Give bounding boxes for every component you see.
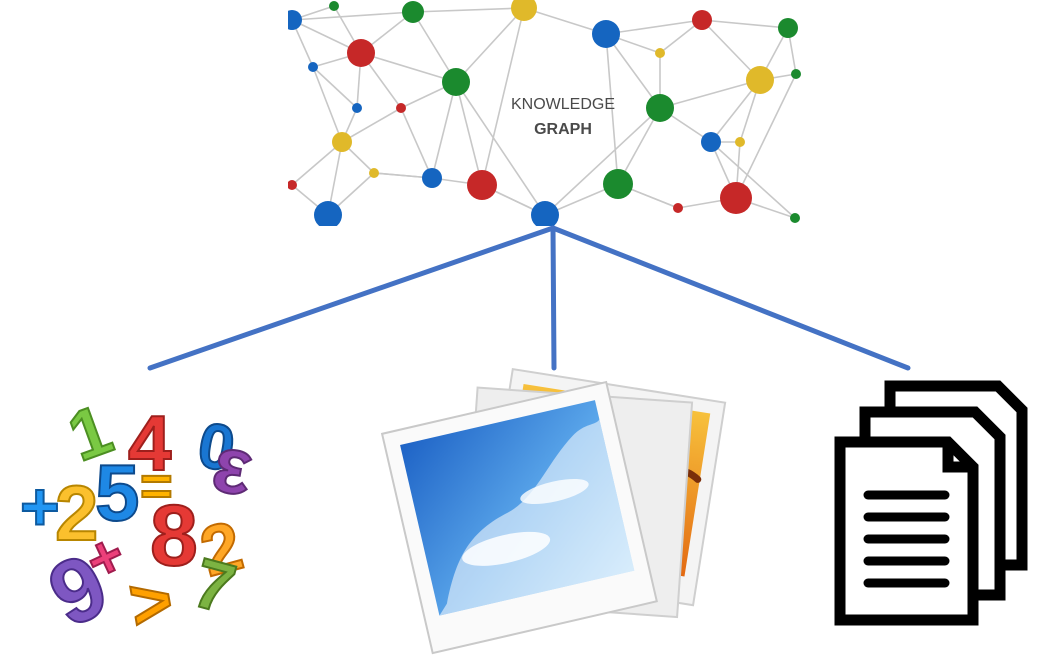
- graph-node-blue: [422, 168, 442, 188]
- graph-node-blue: [592, 20, 620, 48]
- graph-node-red: [720, 182, 752, 214]
- svg-text:8: 8: [150, 488, 198, 584]
- graph-node-green: [646, 94, 674, 122]
- documents-icon: [834, 380, 1028, 626]
- graph-node-blue: [352, 103, 362, 113]
- knowledge-graph: [288, 0, 801, 226]
- graph-edge: [605, 33, 661, 109]
- graph-edge: [291, 11, 414, 21]
- graph-edge: [481, 7, 525, 186]
- graph-node-blue: [531, 201, 559, 226]
- graph-edge: [659, 79, 761, 109]
- graph-node-yellow: [511, 0, 537, 21]
- connector-numbers: [147, 225, 556, 371]
- connector-images: [550, 225, 557, 371]
- graph-node-blue: [701, 132, 721, 152]
- graph-node-red: [396, 103, 406, 113]
- graph-edge: [710, 141, 796, 219]
- graph-node-yellow: [655, 48, 665, 58]
- graph-node-red: [467, 170, 497, 200]
- graph-edge: [360, 52, 457, 83]
- connector-documents: [550, 225, 911, 371]
- graph-edge: [605, 19, 703, 35]
- graph-node-yellow: [746, 66, 774, 94]
- graph-node-green: [791, 69, 801, 79]
- graph-node-green: [442, 68, 470, 96]
- graph-edge: [341, 107, 402, 143]
- graph-edge: [455, 81, 546, 216]
- svg-text:+: +: [20, 469, 60, 545]
- graph-edge: [544, 107, 661, 216]
- graph-edge: [312, 66, 358, 109]
- graph-node-green: [329, 1, 339, 11]
- graph-edge: [605, 33, 619, 185]
- graph-node-green: [778, 18, 798, 38]
- graph-node-red: [673, 203, 683, 213]
- graph-node-yellow: [735, 137, 745, 147]
- svg-text:4: 4: [128, 399, 171, 487]
- svg-text:5: 5: [95, 448, 140, 537]
- graph-node-red: [347, 39, 375, 67]
- graph-edge: [291, 141, 343, 186]
- graph-node-yellow: [332, 132, 352, 152]
- graph-node-yellow: [369, 168, 379, 178]
- graph-title-line-1: KNOWLEDGE: [511, 96, 615, 113]
- graph-nodes: [288, 0, 801, 226]
- graph-node-blue: [308, 62, 318, 72]
- graph-edge: [400, 107, 433, 179]
- graph-edge: [431, 81, 457, 179]
- graph-title-line-2: GRAPH: [534, 121, 592, 138]
- graph-node-green: [603, 169, 633, 199]
- graph-node-blue: [288, 10, 302, 30]
- graph-node-blue: [314, 201, 342, 226]
- graph-edge: [412, 7, 525, 13]
- graph-node-red: [288, 180, 297, 190]
- graph-edge: [455, 81, 483, 186]
- graph-edge: [523, 7, 607, 35]
- graph-edge: [312, 66, 343, 143]
- graph-edge: [701, 19, 789, 29]
- graph-node-green: [402, 1, 424, 23]
- photos-icon: [380, 367, 727, 655]
- svg-text:=: =: [140, 454, 173, 517]
- graph-edge: [455, 7, 525, 83]
- graph-edge: [735, 73, 797, 199]
- connectors: [147, 225, 911, 371]
- svg-text:2: 2: [55, 469, 98, 557]
- graph-node-red: [692, 10, 712, 30]
- numbers-icon: 1 4 0 ε + 2 5 = 8 2 + 9 > 7: [19, 389, 260, 648]
- graph-node-green: [790, 213, 800, 223]
